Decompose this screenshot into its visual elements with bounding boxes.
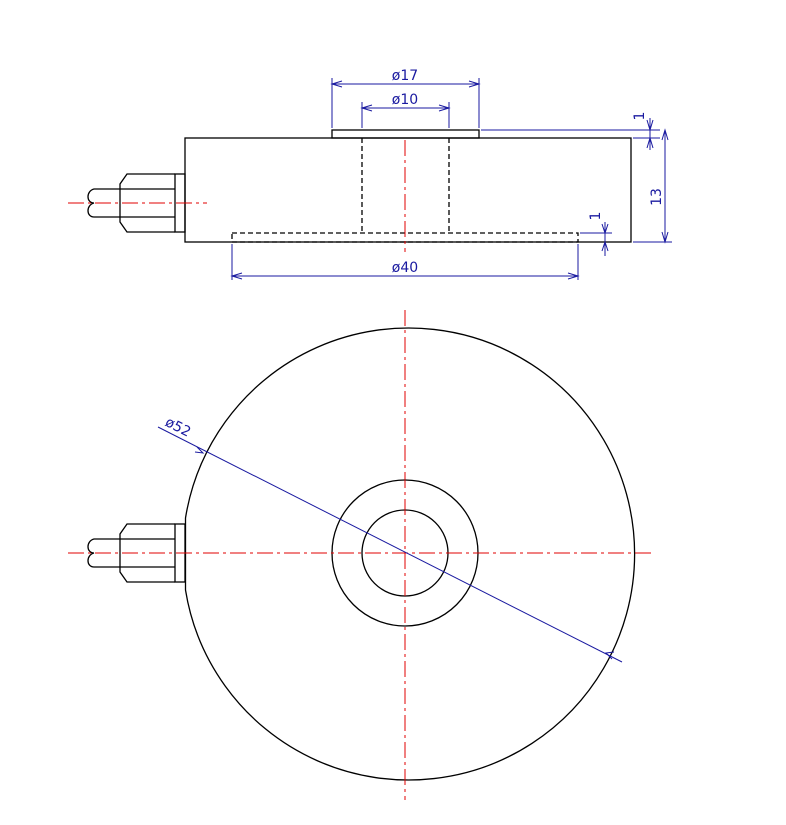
side-view-cable-connector	[87, 173, 186, 233]
dimension-label-boss-height: 1	[632, 112, 648, 121]
side-view-body	[184, 137, 632, 243]
dimension-boss-height: 1	[481, 112, 660, 150]
dimension-label-outer-boss: ø17	[392, 68, 418, 84]
dimension-label-base-step: 1	[588, 212, 604, 221]
top-view-outer-circle	[184, 327, 636, 781]
top-view: ø52	[68, 310, 652, 800]
dimension-label-base-diameter: ø40	[392, 260, 418, 276]
dimension-label-inner-bore: ø10	[392, 92, 418, 108]
dimension-base-step-height: 1	[580, 212, 612, 256]
dimension-outer-boss-diameter: ø17	[330, 68, 481, 128]
side-view: ø17 ø10 1 13	[68, 68, 672, 280]
dimension-inner-bore-diameter: ø10	[360, 92, 451, 128]
dimension-label-body-height: 13	[649, 188, 665, 206]
dimension-base-diameter: ø40	[230, 244, 580, 280]
dimension-body-height: 13	[633, 128, 672, 244]
side-view-top-boss	[331, 129, 480, 139]
